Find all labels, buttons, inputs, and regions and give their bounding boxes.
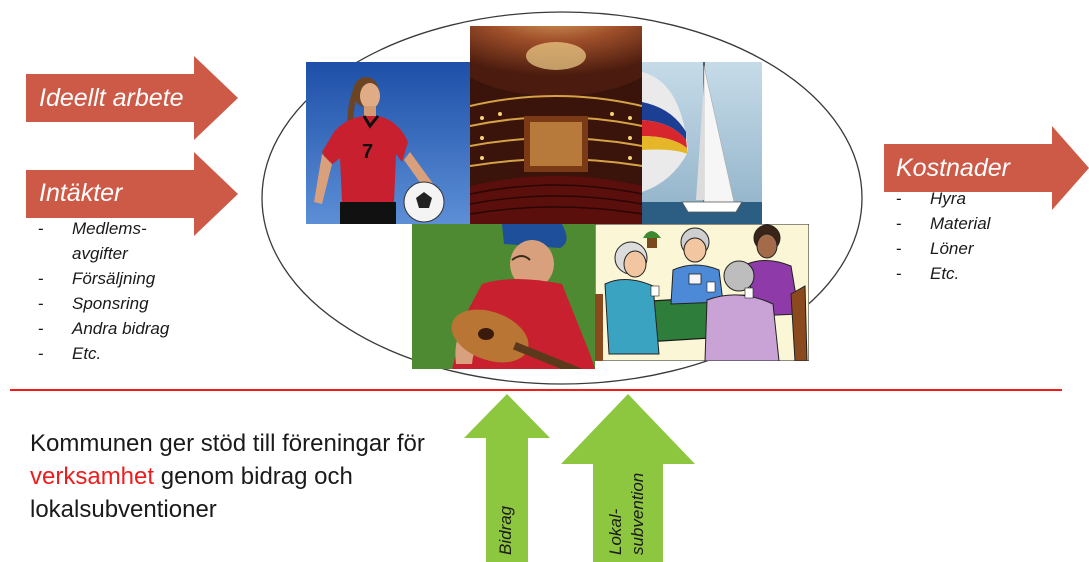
football-player-photo: 7 (306, 62, 470, 224)
bottom-text-part1: Kommunen ger stöd till föreningar för (30, 430, 425, 457)
intakter-list: Medlems- avgifter Försäljning Sponsring … (36, 216, 169, 366)
lokalsubvention-arrow (561, 394, 695, 562)
bidrag-label: Bidrag (496, 505, 515, 555)
kostnader-item: Material (894, 211, 990, 236)
intakter-item: Sponsring (36, 291, 169, 316)
kostnader-item: Löner (894, 236, 990, 261)
intakter-item: Andra bidrag (36, 316, 169, 341)
guitar-player-photo (412, 224, 595, 369)
intakter-item-continuation: avgifter (72, 244, 128, 263)
svg-text:7: 7 (362, 141, 373, 163)
card-players-illustration (595, 224, 809, 361)
bidrag-arrow (464, 394, 550, 562)
ideellt-arbete-arrow (26, 56, 238, 140)
kostnader-label: Kostnader (896, 154, 1010, 182)
bottom-text-highlight: verksamhet (30, 463, 155, 490)
theater-photo (470, 26, 642, 224)
ideellt-arbete-label: Ideellt arbete (39, 84, 184, 112)
intakter-item: Medlems- (36, 216, 169, 241)
association-ellipse (261, 11, 863, 385)
kostnader-list: Hyra Material Löner Etc. (894, 186, 990, 286)
lokalsubvention-label-line1: Lokal- (606, 508, 625, 555)
lokalsubvention-label-line2: subvention (628, 472, 647, 555)
intakter-item: Etc. (36, 341, 169, 366)
bottom-text-part2: genom bidrag och lokalsubventioner (30, 463, 353, 523)
kostnader-item: Etc. (894, 261, 990, 286)
bottom-description: Kommunen ger stöd till föreningar för ve… (30, 427, 470, 526)
intakter-label: Intäkter (39, 179, 123, 207)
intakter-arrow (26, 152, 238, 236)
intakter-item: Försäljning (36, 266, 169, 291)
sailboat-photo (642, 62, 762, 224)
kostnader-item: Hyra (894, 186, 990, 211)
red-divider-line (10, 389, 1062, 391)
